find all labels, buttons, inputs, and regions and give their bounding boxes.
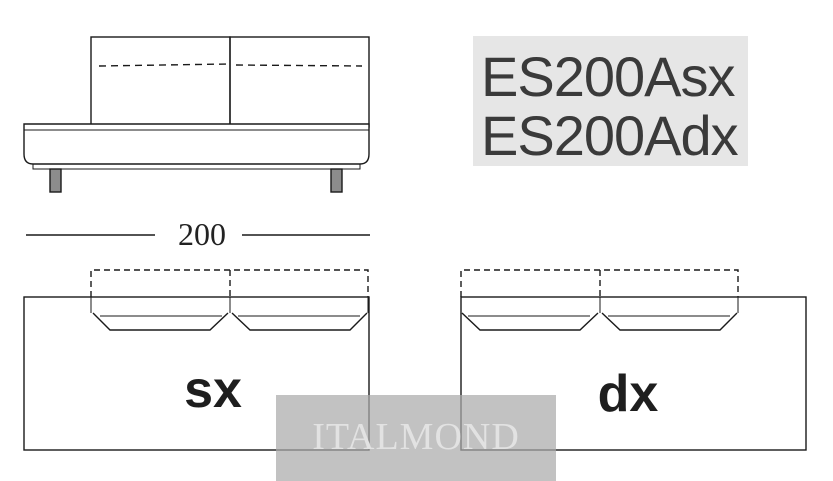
top-view-dx [460,269,807,451]
model-code-box: ES200Asx ES200Adx [473,36,748,166]
watermark: ITALMOND [276,395,556,481]
front-leg-left [49,168,62,193]
front-backrest-right [229,36,370,128]
front-cushion-line-left [98,63,229,67]
sx-cushion-right [231,312,368,331]
dx-cushion-left [461,312,599,331]
model-code-sx: ES200Asx [481,45,735,108]
top-view-sx [23,269,370,451]
front-view [23,36,370,193]
sx-seat-outline [23,296,370,451]
module-label-dx: dx [597,365,659,423]
watermark-text: ITALMOND [312,416,520,458]
front-cushion-line-right [235,64,363,67]
dx-seat-outline [460,296,807,451]
front-base [32,164,361,170]
module-label-sx: sx [184,361,242,419]
model-code-dx: ES200Adx [481,104,739,167]
sx-cushion-left [92,312,229,331]
width-dimension-label: 200 [178,216,226,252]
front-backrest-left [90,36,231,128]
front-leg-right [330,168,343,193]
dx-cushion-right [601,312,738,331]
